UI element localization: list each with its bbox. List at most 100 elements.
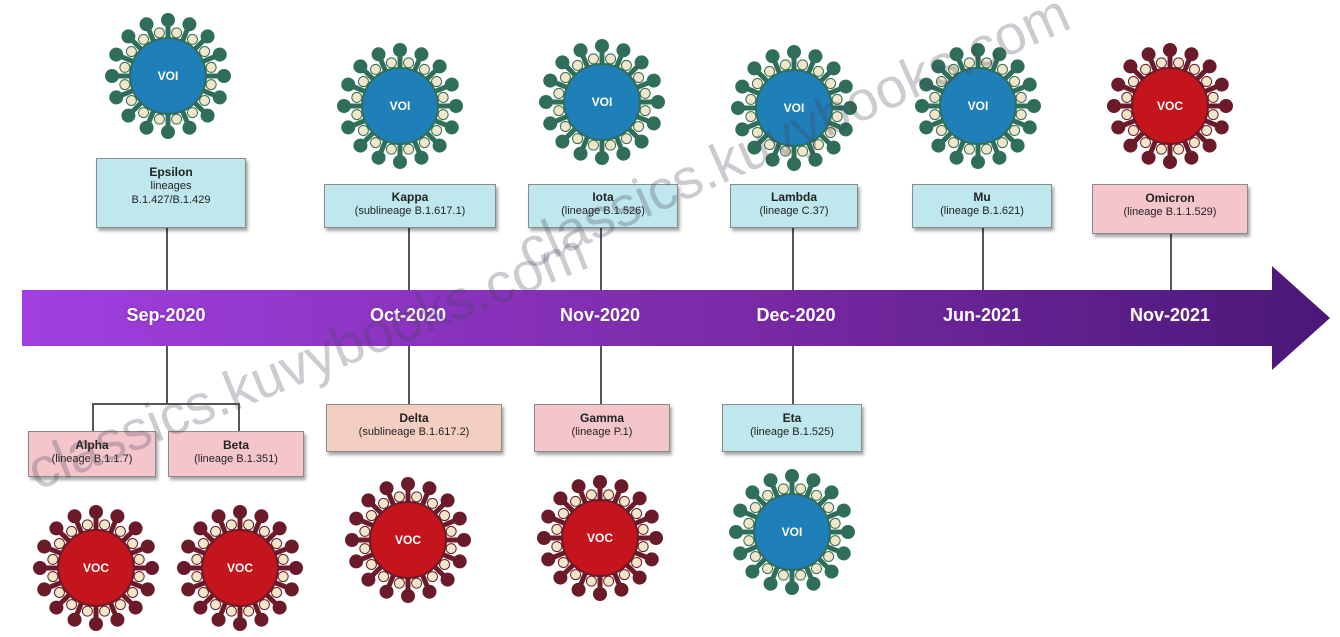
virus-spike-head (541, 509, 556, 524)
virus-protein (431, 76, 443, 88)
virus-core (369, 501, 447, 579)
variant-lineage: (lineage P.1) (571, 426, 633, 438)
date-label: Oct-2020 (369, 305, 447, 325)
virus-protein (810, 563, 822, 575)
virus-protein (277, 553, 289, 565)
virus-icon-gamma: VOC (536, 474, 664, 602)
variant-name: Alpha (75, 438, 109, 452)
virus-shape (1107, 43, 1233, 169)
virus-spike-head (1022, 120, 1037, 135)
virus-spike-head (593, 587, 607, 601)
variant-name: Kappa (391, 190, 429, 204)
variant-lineage: (sublineage B.1.617.2) (358, 426, 470, 438)
virus-spike-head (838, 79, 853, 94)
virus-spike-head (765, 152, 780, 167)
virus-icon-mu: VOI (914, 42, 1042, 170)
virus-spike-head (161, 13, 175, 27)
virus-icon-beta: VOC (176, 504, 304, 632)
variant-lineage: (lineage B.1.526) (561, 205, 645, 217)
virus-protein (47, 553, 59, 565)
virus-shape (337, 43, 463, 169)
virus-protein (411, 577, 423, 589)
variant-box-alpha: Alpha (lineage B.1.1.7) (28, 431, 156, 477)
virus-spike-head (193, 600, 208, 615)
variant-box-epsilon: Epsilon lineages B.1.427/B.1.429 (96, 158, 246, 228)
virus-protein (133, 571, 145, 583)
virus-spike-head (440, 572, 455, 587)
variant-name: Epsilon (149, 165, 193, 179)
virus-spike-head (67, 509, 82, 524)
virus-spike-head (217, 69, 231, 83)
virus-spike-head (193, 521, 208, 536)
virus-protein (631, 508, 643, 520)
virus-protein (1188, 63, 1200, 75)
connector-alpha-beta-bar (92, 403, 240, 405)
virus-spike-head (836, 503, 851, 518)
virus-protein (370, 63, 382, 75)
virus-protein (570, 569, 582, 581)
connector-sep-down (166, 346, 168, 404)
virus-spike-head (379, 481, 394, 496)
virus-protein (439, 510, 451, 522)
virus-spike-head (1163, 43, 1177, 57)
virus-protein (551, 541, 563, 553)
virus-spike-head (644, 509, 659, 524)
virus-spike-head (393, 43, 407, 57)
virus-protein (199, 46, 211, 58)
variant-name: Iota (592, 190, 614, 204)
virus-spike-head (593, 475, 607, 489)
virus-protein (633, 120, 645, 132)
virus-protein (777, 483, 789, 495)
virus-protein (133, 553, 145, 565)
virus-protein (948, 63, 960, 75)
variant-lineage: (lineage B.1.525) (750, 426, 834, 438)
virus-protein (551, 523, 563, 535)
virus-icon-eta: VOI (728, 468, 856, 596)
virus-protein (66, 525, 78, 537)
virus-spike-head (341, 120, 356, 135)
virus-spike-head (145, 561, 159, 575)
virus-class-label: VOI (157, 69, 179, 83)
virus-spike-head (345, 533, 359, 547)
virus-protein (797, 145, 809, 157)
virus-spike-head (651, 95, 665, 109)
variant-lineage: lineages (150, 180, 192, 192)
virus-spike-head (37, 582, 52, 597)
virus-spike-head (824, 485, 839, 500)
virus-spike-head (211, 612, 226, 627)
virus-protein (797, 59, 809, 71)
virus-protein (1015, 109, 1027, 121)
virus-spike-head (826, 140, 841, 155)
virus-spike-head (1107, 99, 1121, 113)
virus-protein (210, 525, 222, 537)
virus-protein (743, 535, 755, 547)
virus-spike-head (747, 140, 762, 155)
virus-spike-head (573, 43, 588, 58)
virus-spike-head (182, 120, 197, 135)
virus-protein (1140, 137, 1152, 149)
virus-spike-head (105, 69, 119, 83)
virus-protein (553, 87, 565, 99)
virus-spike-head (543, 116, 558, 131)
virus-spike-head (824, 564, 839, 579)
virus-protein (351, 109, 363, 121)
virus-protein (47, 571, 59, 583)
date-label: Dec-2020 (756, 305, 836, 325)
virus-spike-head (992, 150, 1007, 165)
virus-spike-head (254, 509, 269, 524)
virus-protein (1207, 109, 1219, 121)
connector-alpha (92, 403, 94, 431)
date-label: Sep-2020 (126, 305, 206, 325)
virus-spike-head (1163, 155, 1177, 169)
virus-spike-head (735, 122, 750, 137)
virus-spike-head (110, 612, 125, 627)
virus-protein (1188, 137, 1200, 149)
virus-spike-head (614, 479, 629, 494)
virus-protein (1140, 63, 1152, 75)
virus-protein (197, 586, 209, 598)
virus-protein (99, 519, 111, 531)
virus-icon-omicron: VOC (1106, 42, 1234, 170)
connector-delta (408, 346, 410, 404)
virus-spike-head (646, 116, 661, 131)
